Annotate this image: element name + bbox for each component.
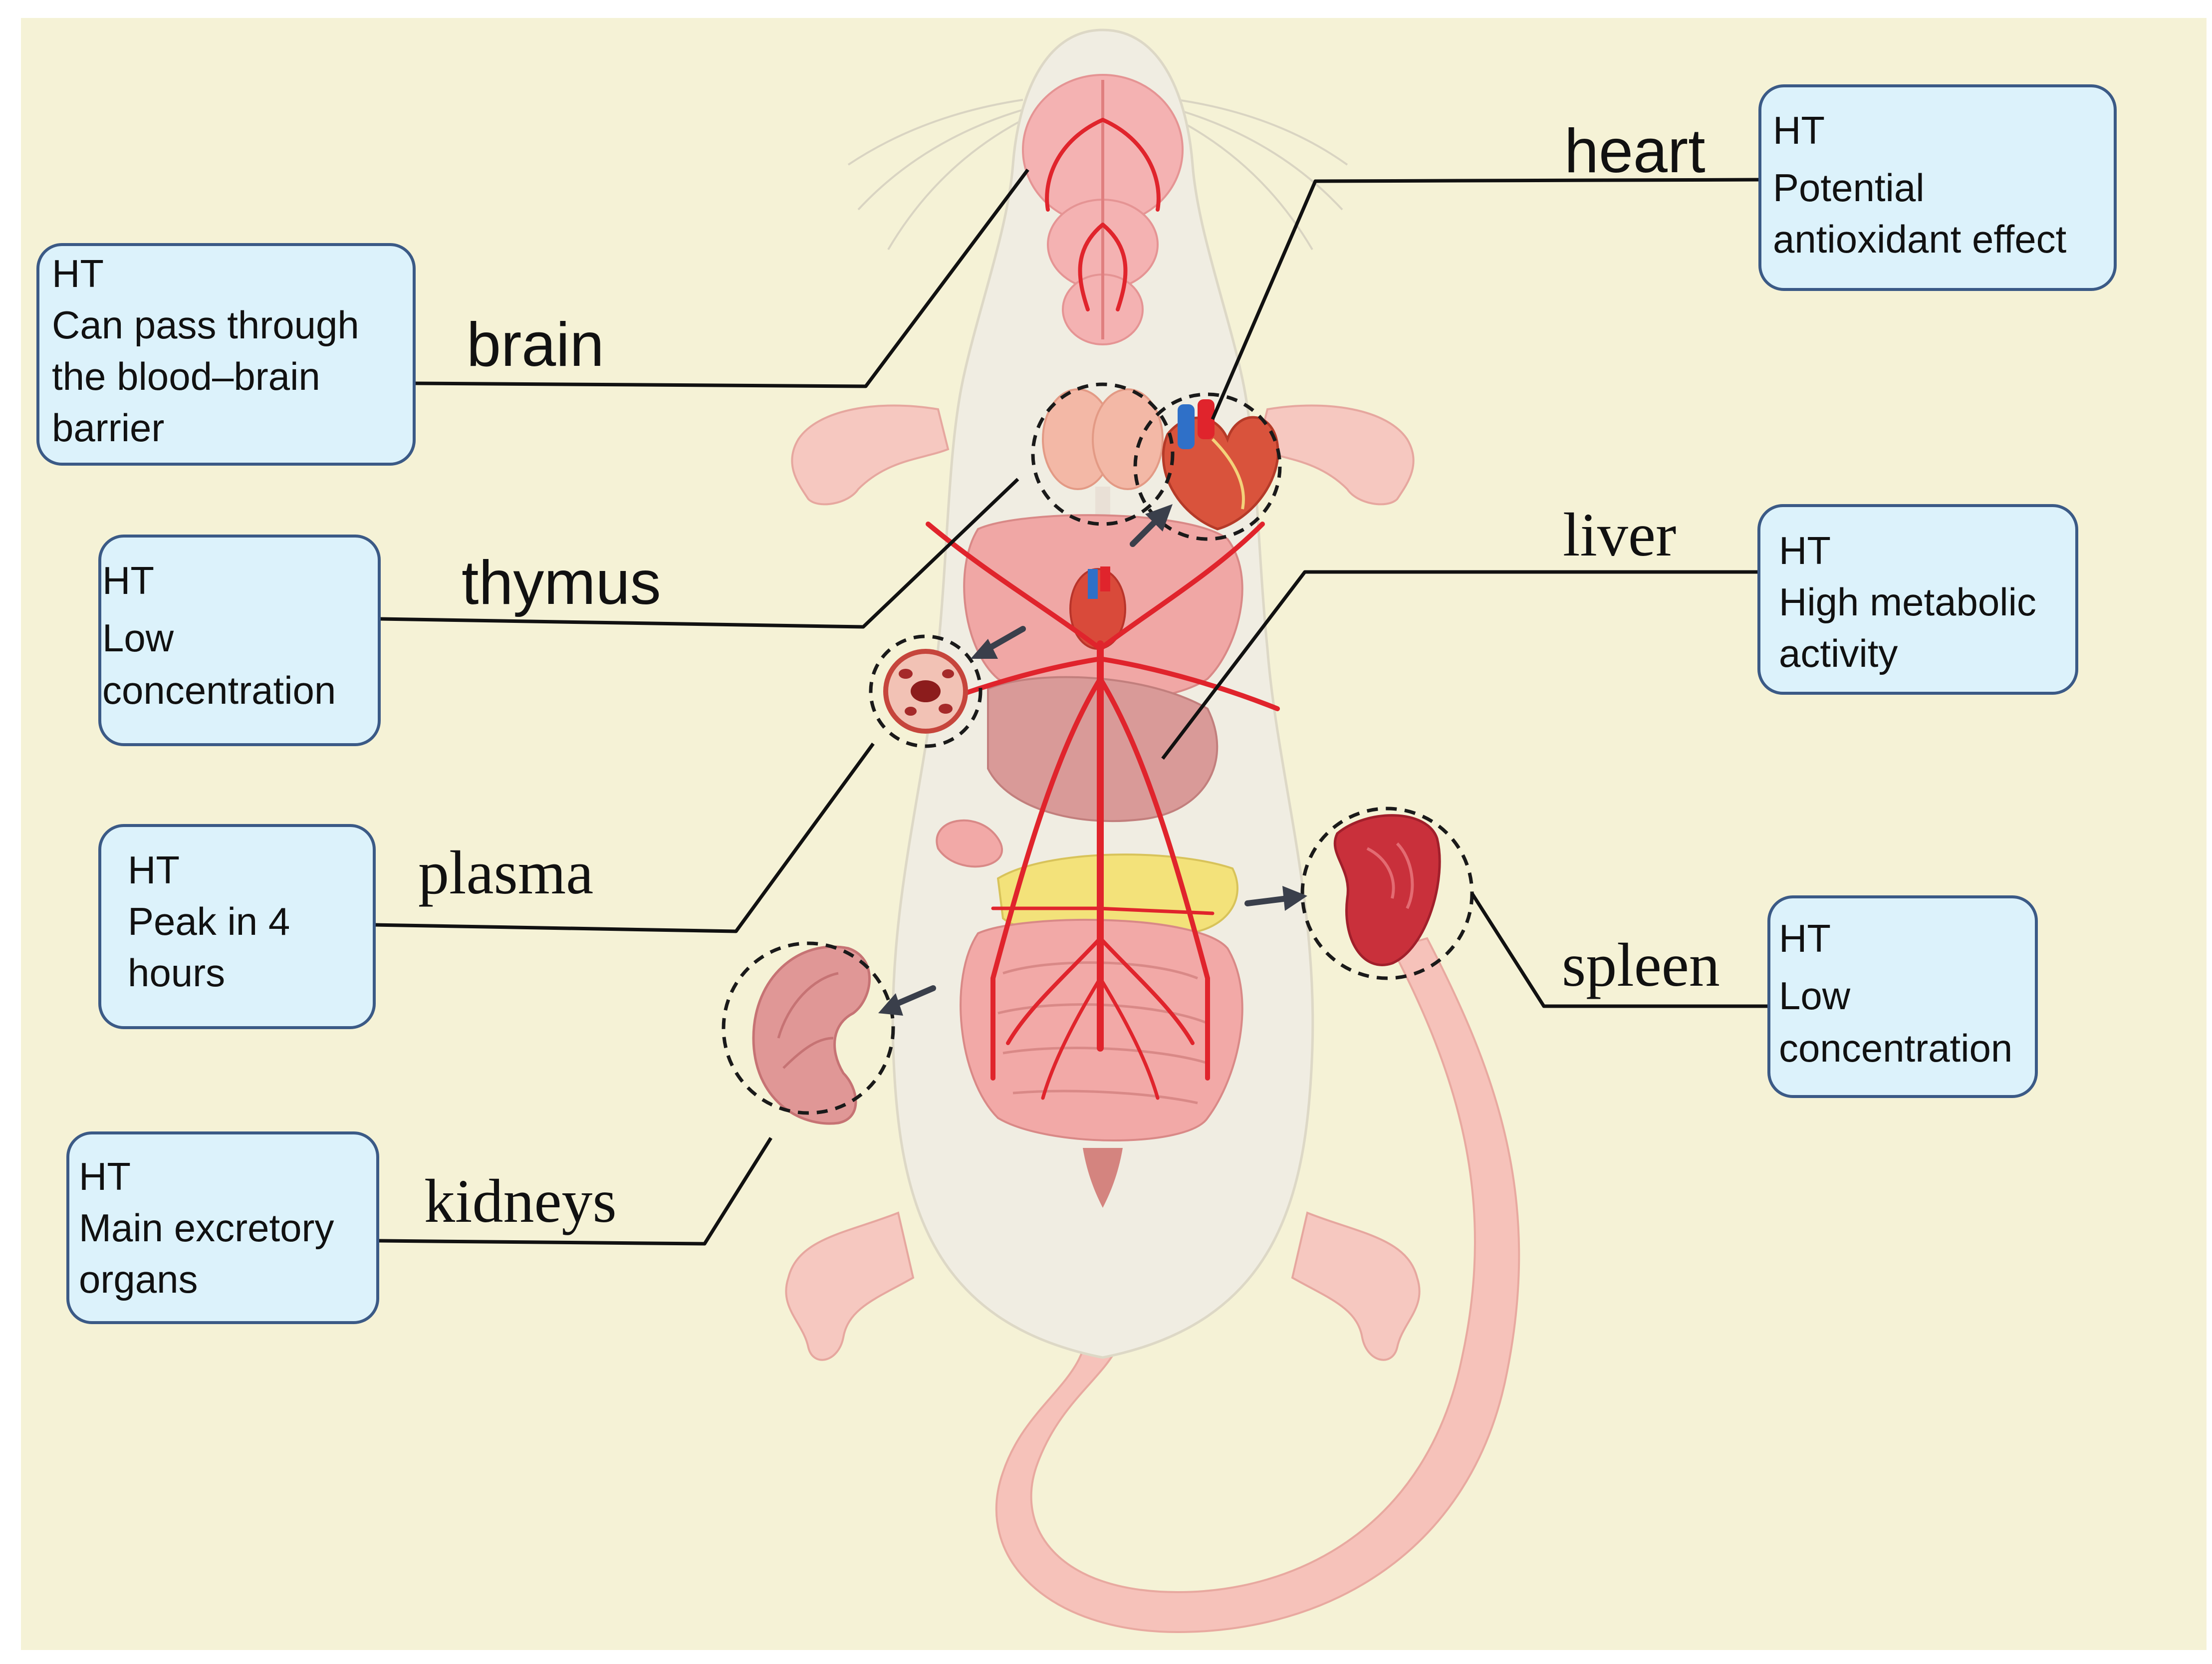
arteries	[921, 522, 1280, 1100]
kidney-ring	[722, 941, 895, 1115]
spleen-info-box: HT Low concentration	[1767, 895, 2038, 1098]
kidneys-box-line-1: HT	[79, 1154, 131, 1198]
spleen-organ	[1333, 814, 1441, 966]
thymus-box-line-1: HT	[102, 558, 154, 602]
kidneys-box-line-2: Main excretory	[79, 1206, 334, 1250]
spleen-leader	[1471, 892, 1769, 1008]
kidneys-box-line-3: organs	[79, 1257, 198, 1301]
spleen-label: spleen	[1562, 931, 1720, 999]
liver-info-box: HT High metabolic activity	[1757, 504, 2078, 695]
thymus-leader	[379, 478, 1019, 629]
liver-box-line-3: activity	[1779, 631, 1898, 675]
plasma-label: plasma	[418, 838, 593, 907]
kidney-organ	[752, 945, 871, 1125]
plasma-leader	[374, 742, 875, 933]
thymus-label: thymus	[462, 549, 661, 617]
heart-ring	[1133, 392, 1282, 541]
front-leg-left	[791, 404, 950, 506]
brain-box-line-2: Can pass through	[52, 303, 359, 347]
rat-illustration	[722, 28, 1520, 1634]
heart-info-box: HT Potential antioxidant effect	[1758, 84, 2117, 291]
thymus-box-line-3: concentration	[102, 668, 336, 712]
heart-leader	[1211, 178, 1760, 420]
spleen-box-line-2: Low	[1779, 974, 1851, 1018]
kidneys-label: kidneys	[424, 1167, 617, 1235]
brain-organ	[1022, 74, 1184, 345]
kidneys-leader	[377, 1137, 772, 1246]
liver-box-line-2: High metabolic	[1779, 580, 2036, 624]
brain-box-line-3: the blood–brain	[52, 354, 320, 398]
front-leg-right	[1256, 404, 1415, 506]
heart-label: heart	[1564, 117, 1706, 186]
brain-label: brain	[467, 310, 604, 379]
hind-leg-right	[1291, 1211, 1421, 1361]
brain-box-line-4: barrier	[52, 406, 164, 450]
liver-leader	[1161, 570, 1759, 760]
heart-box-line-3: antioxidant effect	[1773, 217, 2067, 261]
brain-leader	[414, 168, 1029, 388]
arrows	[878, 504, 1307, 1016]
liver-label: liver	[1563, 501, 1676, 569]
leader-lines	[374, 168, 1769, 1246]
whiskers	[847, 99, 1348, 251]
brain-box-line-1: HT	[52, 252, 104, 295]
heart-box-line-2: Potential	[1773, 166, 1925, 210]
thymus-ring	[1031, 382, 1175, 526]
plasma-box-line-3: hours	[128, 951, 225, 995]
spleen-box-line-1: HT	[1779, 916, 1831, 960]
plasma-info-box: HT Peak in 4 hours	[98, 824, 376, 1029]
plasma-box-line-1: HT	[128, 848, 180, 892]
liver-box-line-1: HT	[1779, 529, 1831, 572]
heart-box-line-1: HT	[1773, 108, 1825, 152]
plasma-box-line-2: Peak in 4	[128, 899, 290, 943]
plasma-cell	[883, 649, 968, 734]
heart-organ	[1162, 399, 1279, 531]
plasma-ring	[869, 634, 983, 748]
brain-info-box: HT Can pass through the blood–brain barr…	[36, 243, 416, 466]
thymus-box-line-2: Low	[102, 616, 174, 660]
hind-leg-left	[785, 1211, 915, 1361]
kidneys-info-box: HT Main excretory organs	[66, 1131, 379, 1324]
thymus-info-box: HT Low concentration	[98, 535, 381, 746]
thymus-organ	[1042, 388, 1164, 517]
spleen-box-line-3: concentration	[1779, 1026, 2012, 1070]
